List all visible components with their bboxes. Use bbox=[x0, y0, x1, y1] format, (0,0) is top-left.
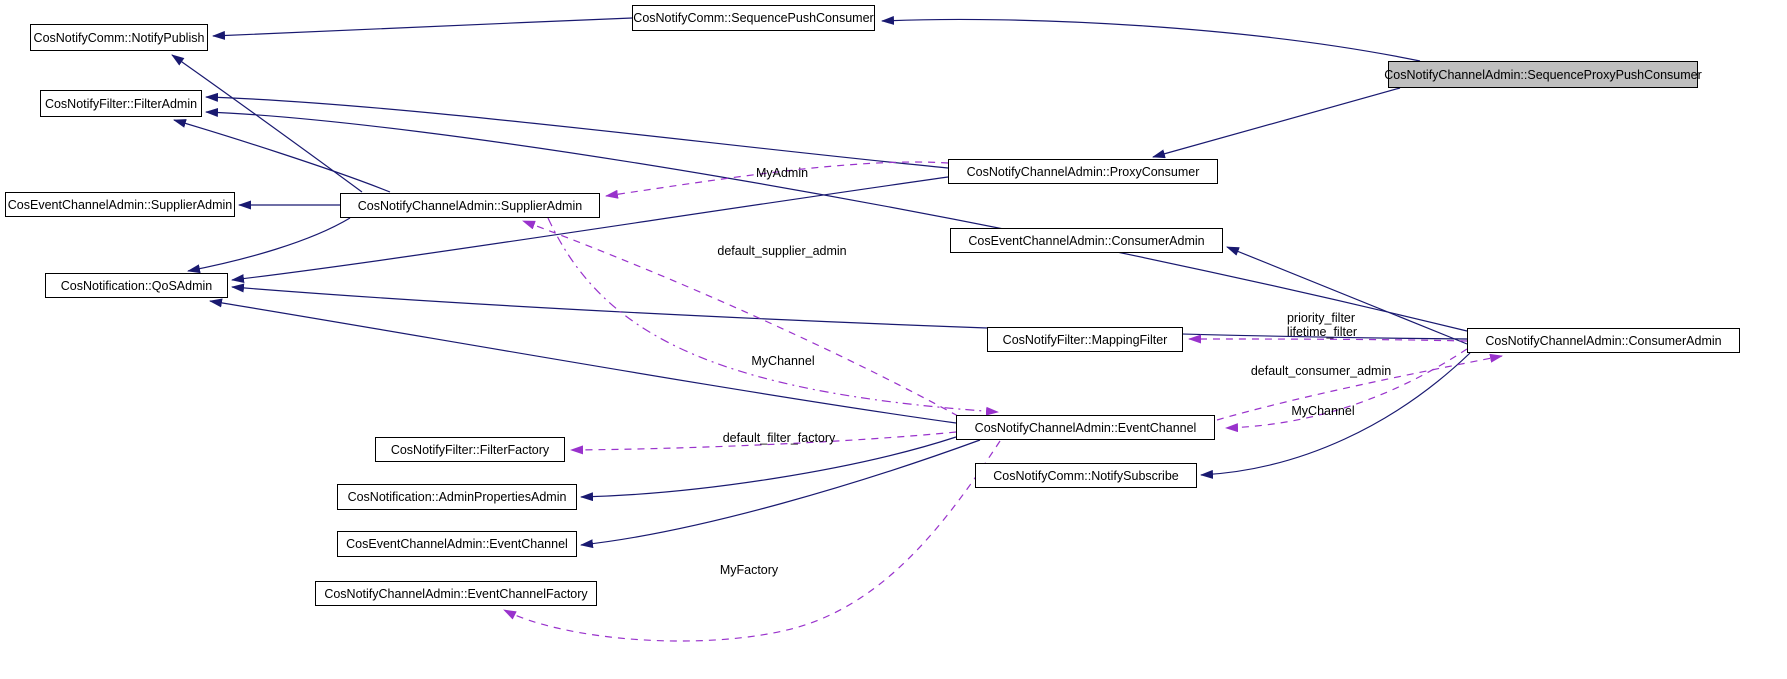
class-node-ec_supplier_admin[interactable]: CosEventChannelAdmin::SupplierAdmin bbox=[5, 192, 235, 217]
class-node-seq_proxy_push_consumer[interactable]: CosNotifyChannelAdmin::SequenceProxyPush… bbox=[1384, 61, 1702, 88]
e-eventchannel-filterfactory-edge bbox=[570, 431, 957, 455]
e-consumer-eventchannel-edge bbox=[1225, 348, 1468, 433]
class-node-nc_consumer_admin[interactable]: CosNotifyChannelAdmin::ConsumerAdmin bbox=[1467, 328, 1740, 353]
e-seqpush-publish-edge bbox=[212, 17, 633, 40]
e-eventchannel-consumer-label: default_consumer_admin bbox=[1250, 364, 1392, 378]
e-consumer-eventchannel-label: MyChannel bbox=[1291, 404, 1355, 418]
e-supplier-filteradmin-edge bbox=[173, 119, 391, 193]
class-node-ec_consumer_admin[interactable]: CosEventChannelAdmin::ConsumerAdmin bbox=[950, 228, 1223, 253]
class-node-ec_event_channel[interactable]: CosEventChannelAdmin::EventChannel bbox=[337, 531, 577, 557]
e-consumer-subscribe-edge bbox=[1200, 352, 1471, 479]
class-node-nc_supplier_admin[interactable]: CosNotifyChannelAdmin::SupplierAdmin bbox=[340, 193, 600, 218]
class-node-admin_properties_admin[interactable]: CosNotification::AdminPropertiesAdmin bbox=[337, 484, 577, 510]
e-eventchannel-supplier-label: default_supplier_admin bbox=[717, 244, 847, 258]
e-supplier-qos-edge bbox=[187, 217, 351, 274]
e-proxy-filteradmin-edge bbox=[205, 92, 949, 169]
e-seqproxy-seqpush-edge bbox=[881, 15, 1421, 62]
e-proxy-supplier-label: MyAdmin bbox=[755, 166, 809, 180]
e-consumer-mappingfilter-label: priority_filter bbox=[1286, 311, 1356, 325]
class-node-event_channel_factory[interactable]: CosNotifyChannelAdmin::EventChannelFacto… bbox=[315, 581, 597, 606]
e-proxy-qos-edge bbox=[231, 176, 949, 284]
e-supplier-eventchannel-label: MyChannel bbox=[751, 354, 815, 368]
class-node-notify_publish[interactable]: CosNotifyComm::NotifyPublish bbox=[30, 24, 208, 51]
e-supplier-eventchannel-edge bbox=[547, 217, 999, 416]
e-consumer-mappingfilter-edge bbox=[1188, 334, 1468, 344]
edges-group bbox=[171, 15, 1503, 642]
e-consumer-mappingfilter-label2: lifetime_filter bbox=[1286, 325, 1358, 339]
e-eventchannel-consumer-edge bbox=[1216, 353, 1503, 421]
e-seqproxy-proxy-edge bbox=[1152, 87, 1401, 159]
e-eventchannel-qos-edge bbox=[209, 298, 957, 424]
e-eventchannel-factory-edge bbox=[503, 440, 1001, 642]
class-node-proxy_consumer[interactable]: CosNotifyChannelAdmin::ProxyConsumer bbox=[948, 159, 1218, 184]
class-node-filter_admin[interactable]: CosNotifyFilter::FilterAdmin bbox=[40, 90, 202, 117]
class-node-mapping_filter[interactable]: CosNotifyFilter::MappingFilter bbox=[987, 327, 1183, 352]
class-node-filter_factory[interactable]: CosNotifyFilter::FilterFactory bbox=[375, 437, 565, 462]
e-eventchannel-ecevent-edge bbox=[580, 439, 981, 549]
e-consumer-ecconsumer-edge bbox=[1226, 246, 1468, 345]
e-eventchannel-supplier-edge bbox=[522, 220, 959, 417]
e-proxy-supplier-edge bbox=[605, 161, 949, 199]
class-node-qos_admin[interactable]: CosNotification::QoSAdmin bbox=[45, 273, 228, 298]
e-supplier-publish-edge bbox=[171, 54, 363, 193]
e-eventchannel-filterfactory-label: default_filter_factory bbox=[722, 431, 836, 445]
e-eventchannel-adminprops-edge bbox=[580, 436, 957, 502]
class-node-notify_subscribe[interactable]: CosNotifyComm::NotifySubscribe bbox=[975, 463, 1197, 488]
e-consumer-qos-edge bbox=[231, 283, 1468, 340]
class-node-seq_push_consumer[interactable]: CosNotifyComm::SequencePushConsumer bbox=[632, 5, 875, 31]
class-node-nc_event_channel[interactable]: CosNotifyChannelAdmin::EventChannel bbox=[956, 415, 1215, 440]
e-consumer-filteradmin-edge bbox=[205, 107, 1468, 332]
e-eventchannel-factory-label: MyFactory bbox=[719, 563, 779, 577]
